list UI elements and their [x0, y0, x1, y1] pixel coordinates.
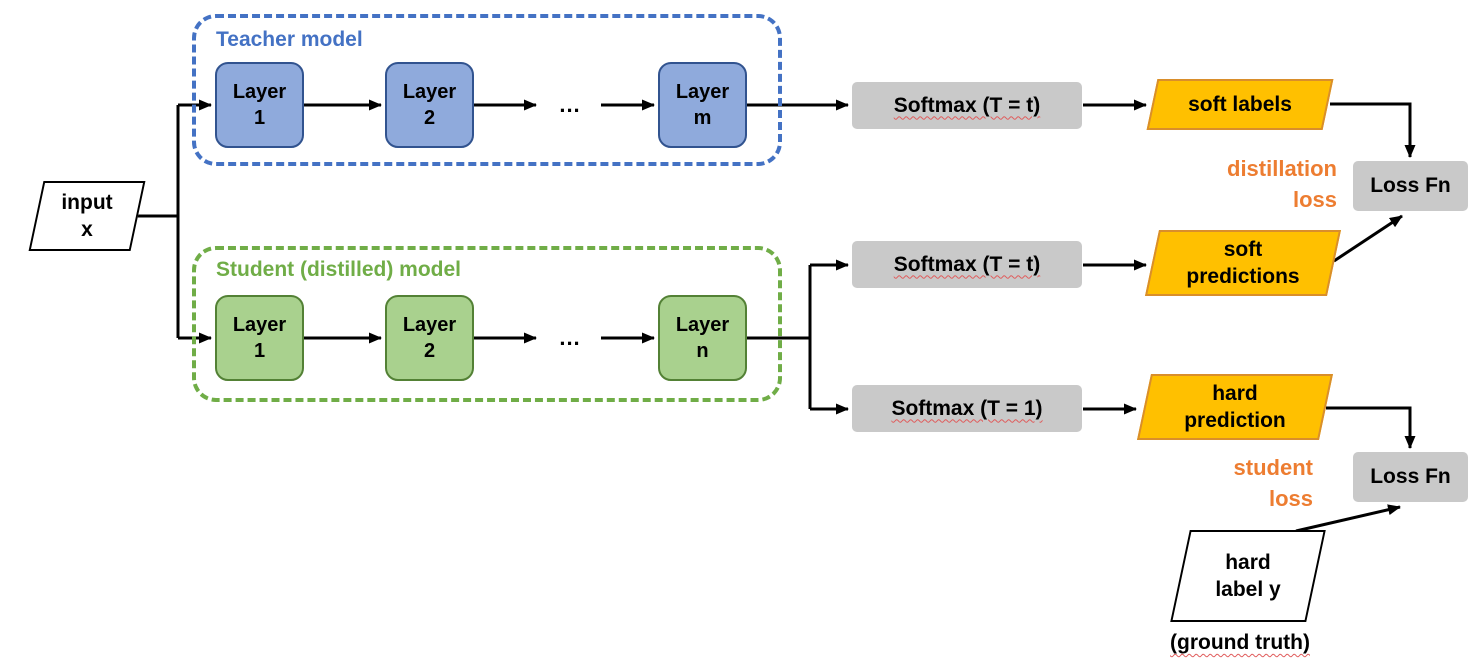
- softmax-student-1-label: Softmax (T = 1): [891, 396, 1043, 420]
- input-node: input x: [28, 181, 146, 251]
- arrow-hardlabel-to-lossfn: [1295, 504, 1401, 533]
- arrow-softlabels-to-lossfn: [1330, 102, 1416, 158]
- ground-truth-text: (ground truth): [1170, 631, 1310, 654]
- teacher-model-group: [192, 14, 782, 166]
- teacher-model-title: Teacher model: [216, 28, 363, 51]
- arrow-hardprediction-to-lossfn: [1326, 406, 1416, 449]
- teacher-layer-2: Layer 2: [385, 62, 474, 148]
- student-layer-n: Layer n: [658, 295, 747, 381]
- softmax-student-t-label: Softmax (T = t): [893, 252, 1041, 276]
- hard-label-node: hard label y: [1170, 530, 1326, 622]
- ground-truth-caption: (ground truth): [1130, 628, 1350, 658]
- soft-predictions-label: soft predictions: [1186, 237, 1300, 288]
- softmax-student-t-box: Softmax (T = t): [852, 241, 1082, 288]
- teacher-ellipsis: ...: [559, 92, 581, 117]
- student-model-group: [192, 246, 782, 402]
- loss-fn-distillation-box: Loss Fn: [1353, 161, 1468, 211]
- soft-predictions-node: soft predictions: [1144, 230, 1342, 296]
- hard-prediction-label: hard prediction: [1184, 381, 1286, 432]
- hard-prediction-node: hard prediction: [1136, 374, 1334, 440]
- student-layer-2: Layer 2: [385, 295, 474, 381]
- student-loss-caption: student loss: [1233, 455, 1313, 511]
- softmax-teacher-label: Softmax (T = t): [893, 93, 1041, 117]
- student-ellipsis: ...: [559, 325, 581, 350]
- teacher-layer-m: Layer m: [658, 62, 747, 148]
- input-label: input x: [61, 190, 113, 241]
- distillation-loss-caption: distillation loss: [1227, 156, 1337, 212]
- softmax-student-1-box: Softmax (T = 1): [852, 385, 1082, 432]
- hard-label-text: hard label y: [1215, 550, 1281, 601]
- student-model-title: Student (distilled) model: [216, 258, 461, 281]
- soft-labels-node: soft labels: [1146, 79, 1334, 130]
- loss-fn-student-box: Loss Fn: [1353, 452, 1468, 502]
- student-layer-1: Layer 1: [215, 295, 304, 381]
- softmax-teacher-box: Softmax (T = t): [852, 82, 1082, 129]
- arrow-softpredictions-to-lossfn: [1333, 214, 1403, 263]
- soft-labels-label: soft labels: [1188, 92, 1292, 116]
- teacher-layer-1: Layer 1: [215, 62, 304, 148]
